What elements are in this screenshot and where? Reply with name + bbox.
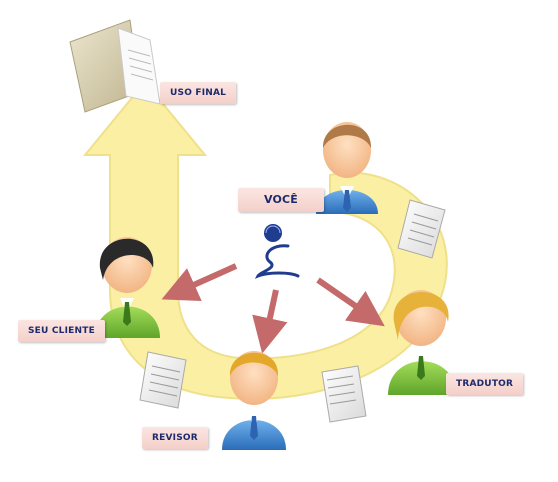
document-icon-bottom-left xyxy=(139,351,187,409)
you-label: VOCÊ xyxy=(238,188,324,212)
document-icon-bottom-right xyxy=(321,365,367,423)
client-person-icon xyxy=(95,237,160,338)
reviser-person-icon xyxy=(222,351,286,450)
final-document-icon xyxy=(69,19,161,113)
you-person-icon xyxy=(316,122,378,214)
translator-label: TRADUTOR xyxy=(446,373,524,395)
arrow-to-translator xyxy=(316,277,385,327)
client-label: SEU CLIENTE xyxy=(18,320,105,342)
translator-person-icon xyxy=(388,290,456,395)
document-icon-top-right xyxy=(397,199,446,259)
arrow-to-reviser xyxy=(252,289,288,354)
final-use-label: USO FINAL xyxy=(160,82,237,104)
reviser-label: REVISOR xyxy=(142,427,208,449)
workflow-loop xyxy=(82,80,448,400)
company-logo xyxy=(254,224,300,279)
arrow-to-client xyxy=(161,263,238,302)
